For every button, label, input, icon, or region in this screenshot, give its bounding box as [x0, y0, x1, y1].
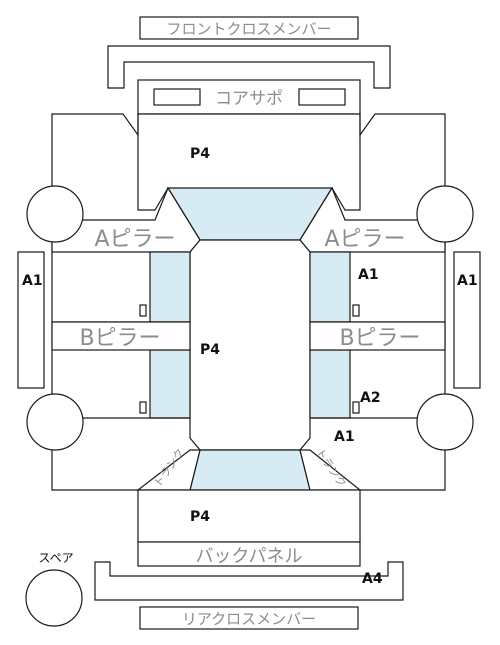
hood-right-line — [331, 114, 361, 211]
code-top-center: P4 — [190, 146, 210, 162]
code-right-rear-door: A2 — [360, 390, 381, 406]
side-panel-left — [17, 251, 45, 389]
front-cross-member-box — [139, 16, 359, 40]
b-pillar-right-band — [309, 321, 446, 351]
rear-bumper — [94, 561, 404, 601]
wheel-front-left — [26, 185, 84, 243]
hood-left-line — [137, 114, 169, 211]
window-left-front — [149, 251, 191, 323]
spare-tire — [25, 569, 83, 627]
spare-label: スペア — [38, 551, 73, 565]
wheel-rear-right — [416, 393, 474, 451]
code-right-rear-quarter: A1 — [334, 429, 355, 445]
code-bottom-center: P4 — [190, 509, 210, 525]
code-rear-bumper: A4 — [362, 571, 383, 587]
code-mid-center: P4 — [200, 342, 220, 358]
b-pillar-right-label: Bピラー — [339, 326, 420, 351]
a-pillar-right-label: Aピラー — [324, 227, 405, 252]
b-pillar-left-label: Bピラー — [79, 326, 160, 351]
core-support-label: コアサポ — [215, 89, 283, 109]
wheel-front-right — [416, 185, 474, 243]
window-right-front — [309, 251, 351, 323]
headlight-right — [298, 88, 346, 106]
front-bumper — [107, 45, 391, 89]
a-pillar-left-label: Aピラー — [94, 227, 175, 252]
code-right-outer: A1 — [457, 273, 478, 289]
code-left-outer: A1 — [22, 273, 43, 289]
rear-window — [189, 449, 311, 491]
code-right-front-door: A1 — [358, 267, 379, 283]
headlight-left — [153, 88, 201, 106]
back-panel-box — [137, 541, 361, 567]
window-left-rear — [149, 349, 191, 419]
front-cross-member-label: フロントクロスメンバー — [166, 20, 331, 38]
door-handle-left-front — [139, 304, 147, 317]
b-pillar-left-band — [51, 321, 191, 351]
window-right-rear — [309, 349, 351, 419]
door-handle-left-rear — [139, 401, 147, 414]
rear-cross-member-label: リアクロスメンバー — [182, 610, 316, 628]
door-handle-right-front — [352, 304, 360, 317]
rear-cross-member-box — [139, 606, 359, 630]
trunk-lid — [137, 489, 361, 543]
back-panel-label: バックパネル — [195, 546, 302, 567]
wheel-rear-left — [26, 393, 84, 451]
door-handle-right-rear — [352, 401, 360, 414]
side-panel-right — [453, 251, 481, 389]
